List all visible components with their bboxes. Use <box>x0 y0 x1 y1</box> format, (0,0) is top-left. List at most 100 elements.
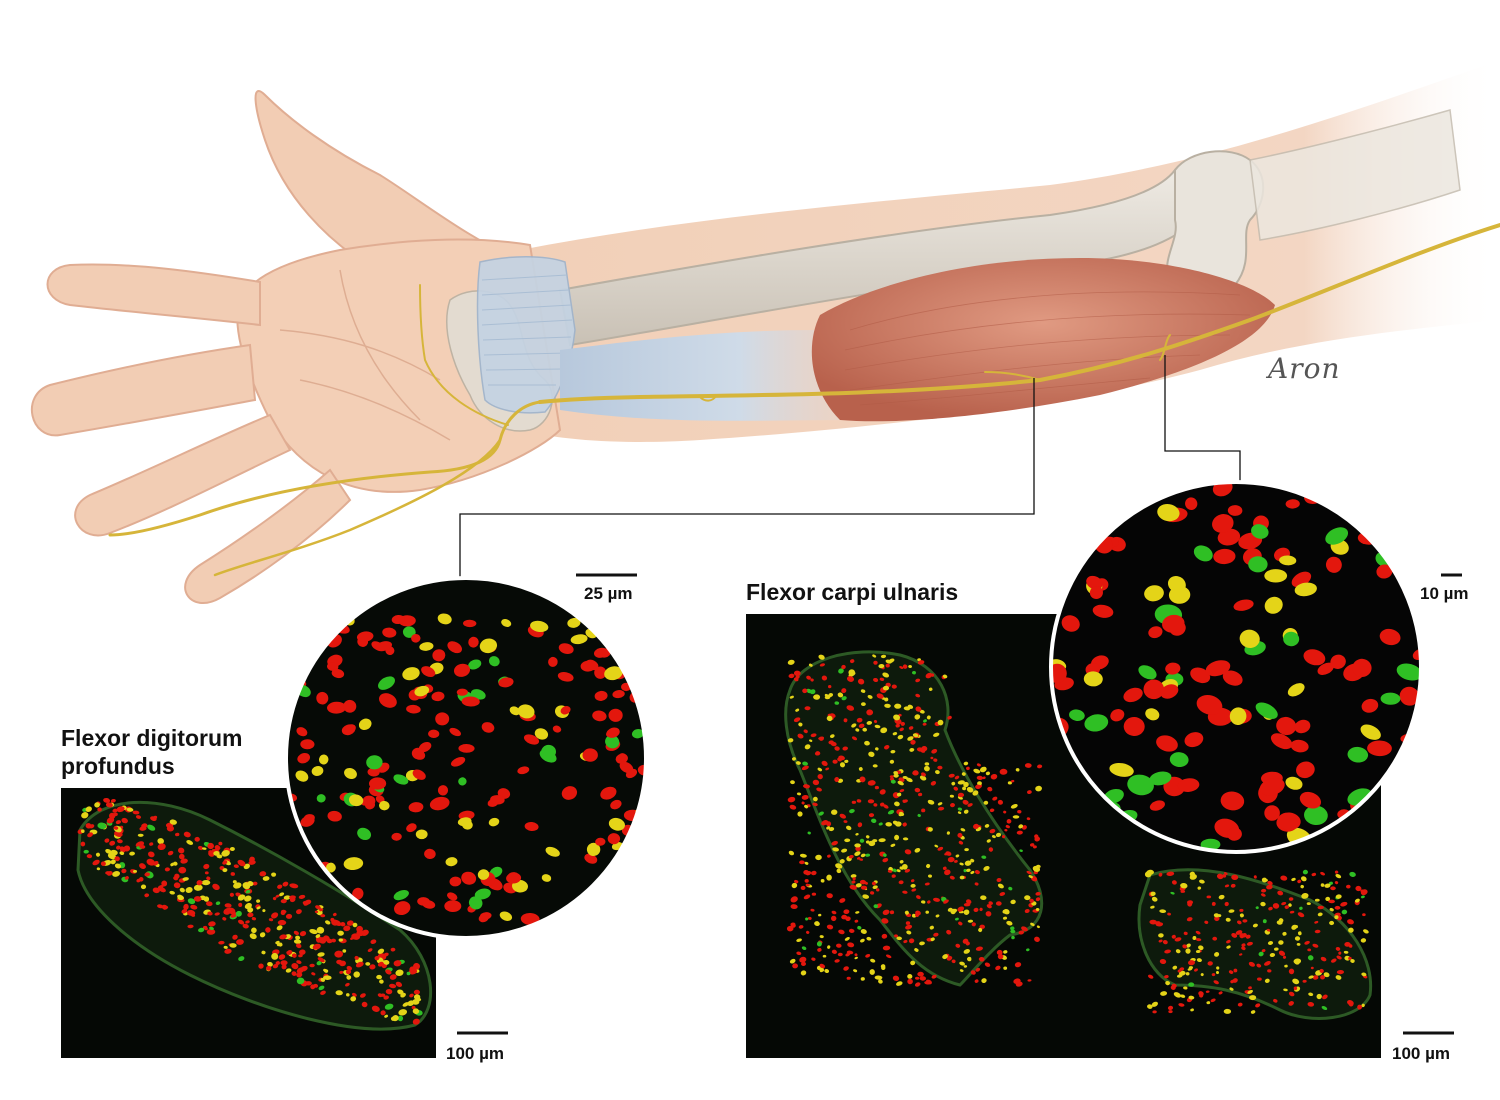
fcu-section-axon <box>985 911 992 917</box>
fdp-section-axon <box>227 907 236 915</box>
fcu-section-axon <box>888 658 895 663</box>
fcu-section-axon <box>1308 992 1314 997</box>
fcu-section-axon <box>958 921 963 926</box>
fdp-section-axon <box>402 1002 410 1007</box>
fcu-section-axon <box>957 780 965 785</box>
fcu-section-axon <box>983 800 989 805</box>
fcu-section-axon <box>1214 915 1220 922</box>
fcu-section-axon <box>812 802 818 807</box>
fcu-section-axon <box>1256 963 1262 968</box>
fcu-section-axon <box>885 663 890 668</box>
fcu-zoom-axon <box>1352 658 1372 678</box>
fcu-zoom-axon <box>1222 670 1243 686</box>
fcu-section-axon <box>1283 988 1288 992</box>
fcu-section-axon <box>1183 986 1188 990</box>
fcu-section-axon <box>1355 885 1362 892</box>
fcu-section-axon <box>1288 903 1292 907</box>
fdp-zoom-axon <box>352 887 364 900</box>
fcu-section-axon <box>1267 969 1272 973</box>
fcu-section-axon <box>914 714 921 720</box>
fcu-section-axon <box>903 706 911 711</box>
fcu-section-axon <box>1360 895 1365 899</box>
fcu-section-axon <box>826 874 832 881</box>
fcu-section-axon <box>1302 979 1307 983</box>
fcu-section-axon <box>908 938 915 944</box>
fcu-section-axon <box>804 879 809 883</box>
fdp-section-axon <box>137 833 144 837</box>
fcu-section-axon <box>1306 902 1311 906</box>
fcu-section-axon <box>1148 974 1154 979</box>
fcu-section-axon <box>946 929 952 935</box>
fcu-zoom-axon <box>1248 556 1268 573</box>
fcu-section-axon <box>982 776 986 780</box>
fdp-section-axon <box>186 840 194 845</box>
fcu-section-axon <box>954 917 959 921</box>
fcu-section-axon <box>977 781 982 786</box>
fcu-section-axon <box>1319 968 1324 973</box>
fcu-section-axon <box>894 703 902 709</box>
fdp-zoom-axon <box>367 767 380 777</box>
fcu-zoom-axon <box>1092 604 1114 618</box>
fcu-section-axon <box>1192 936 1197 940</box>
fdp-zoom-axon <box>539 749 557 763</box>
fcu-section-axon <box>1151 896 1158 902</box>
fcu-zoom-axon <box>1185 497 1198 510</box>
fdp-section-axon <box>113 826 119 830</box>
fcu-section-axon <box>1260 893 1266 897</box>
fcu-section-axon <box>800 970 807 976</box>
fcu-section-axon <box>843 718 848 723</box>
fdp-section-axon <box>259 932 266 938</box>
fcu-section-axon <box>854 851 861 856</box>
fcu-section-axon <box>1330 886 1336 891</box>
ring-finger <box>74 413 292 537</box>
fdp-zoom-axon <box>474 888 491 900</box>
fcu-section-axon <box>1247 989 1253 994</box>
fcu-section-axon <box>976 763 981 767</box>
fcu-section-axon <box>928 687 933 691</box>
fcu-section-axon <box>916 895 921 900</box>
fcu-section-axon <box>915 693 921 698</box>
fcu-section-axon <box>947 856 955 863</box>
fcu-section-axon <box>1160 991 1168 996</box>
fcu-section-axon <box>837 952 843 957</box>
fcu-section-axon <box>1200 973 1204 977</box>
fcu-section-axon <box>1278 940 1284 945</box>
fdp-zoom-axon <box>545 846 560 857</box>
fcu-section-axon <box>953 786 959 791</box>
fcu-section-axon <box>1211 973 1216 977</box>
fcu-section-axon <box>1229 987 1234 991</box>
fcu-section-axon <box>966 766 970 771</box>
fdp-zoom-axon <box>561 786 578 800</box>
fcu-zoom-axon <box>1399 686 1420 706</box>
fcu-section-axon <box>844 936 850 941</box>
fdp-section-axon <box>119 846 126 851</box>
fcu-section-axon <box>1341 909 1348 915</box>
fdp-section-axon <box>214 845 221 851</box>
fcu-section-axon <box>787 659 795 665</box>
fdp-zoom-axon <box>524 821 539 832</box>
fcu-zoom-axon <box>1255 702 1278 719</box>
fcu-section-axon <box>974 870 980 875</box>
fcu-section-axon <box>1335 946 1341 951</box>
fcu-section-axon <box>919 748 926 753</box>
fdp-section-axon <box>247 907 254 913</box>
fcu-zoom-axon <box>1227 505 1243 516</box>
fdp-section-axon <box>133 869 137 873</box>
fcu-section-axon <box>1171 934 1176 939</box>
fdp-section-axon <box>115 820 122 825</box>
fcu-section-axon <box>1231 874 1239 881</box>
fdp-zoom-axon <box>584 853 598 864</box>
fcu-section-axon <box>797 733 804 739</box>
fcu-section-axon <box>1284 905 1289 909</box>
fdp-section-axon <box>237 859 246 867</box>
callout-lines <box>459 355 1241 578</box>
fcu-section-axon <box>855 883 862 888</box>
fcu-section-axon <box>1188 995 1195 1000</box>
fdp-zoom-axon <box>490 795 505 805</box>
fdp-section-axon <box>320 977 326 982</box>
fcu-section-axon <box>942 674 948 679</box>
fcu-section-axon <box>1206 895 1212 899</box>
fdp-section-axon <box>281 964 287 970</box>
fcu-section-axon <box>1225 917 1231 922</box>
fcu-section-axon <box>1258 951 1264 957</box>
